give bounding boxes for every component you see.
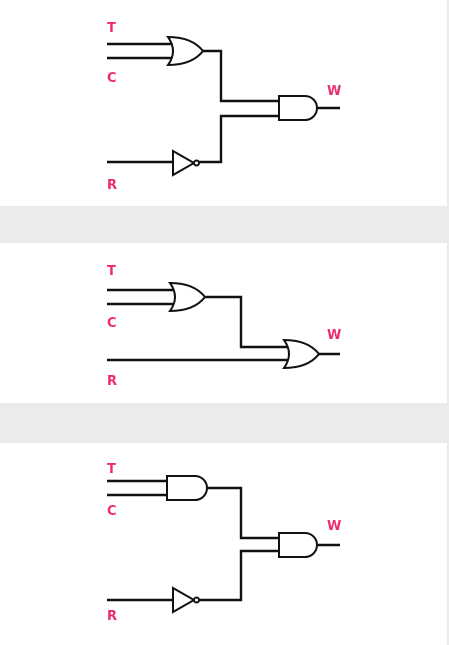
wire-and-to-and [207, 486, 280, 540]
output-label-w: W [327, 84, 341, 99]
wire-not-to-and [199, 549, 280, 602]
input-label-c: C [107, 316, 117, 331]
wire-or-to-and [203, 49, 280, 103]
input-label-t: T [107, 462, 116, 477]
not-gate [172, 149, 197, 177]
and-gate [278, 95, 318, 121]
output-label-w: W [327, 328, 341, 343]
input-label-r: R [107, 609, 117, 624]
circuit-panel-1: T C R W [0, 0, 447, 206]
not-gate-bubble [193, 159, 200, 167]
input-label-t: T [107, 21, 116, 36]
input-label-c: C [107, 71, 117, 86]
and-gate-1 [166, 475, 208, 501]
circuit-panel-2: T C R W [0, 243, 447, 403]
or-gate-2 [282, 338, 321, 370]
circuit-diagram-2: T C R W [107, 264, 341, 389]
input-label-t: T [107, 264, 116, 279]
circuit-panel-3: T C R W [0, 443, 447, 645]
circuit-diagram-1: T C R W [107, 21, 341, 193]
or-gate-1 [168, 281, 207, 313]
not-gate-bubble [193, 596, 200, 604]
input-label-r: R [107, 178, 117, 193]
not-gate [172, 586, 197, 614]
wire-not-to-and [199, 114, 280, 164]
wire-or-to-or [205, 295, 290, 349]
or-gate [166, 35, 205, 67]
output-label-w: W [327, 519, 341, 534]
input-label-r: R [107, 374, 117, 389]
circuit-diagram-3: T C R W [107, 462, 341, 624]
input-label-c: C [107, 504, 117, 519]
and-gate-2 [278, 532, 318, 558]
